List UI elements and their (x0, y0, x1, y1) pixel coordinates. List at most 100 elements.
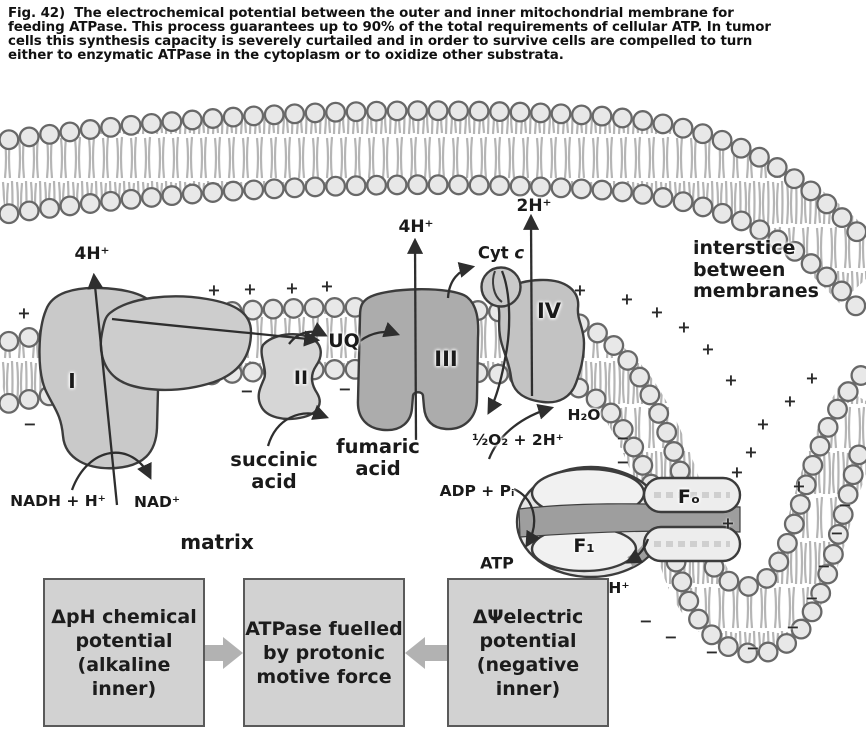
lipid-bead (100, 190, 122, 212)
lipid-bead (850, 365, 866, 386)
lipid-bead (489, 175, 511, 197)
box-atpase-fuelled: ATPase fuelled by protonic motive force (243, 578, 405, 727)
lipid-bead (809, 435, 831, 457)
lipid-bead (766, 157, 788, 178)
lipid-bead (79, 193, 101, 214)
lipid-bead (629, 366, 651, 388)
complex-iv-shape (497, 278, 586, 404)
lipid-bead (784, 240, 806, 262)
lipid-bead (0, 392, 20, 414)
arrow-adp-to-atp (513, 487, 541, 548)
respiratory-complexes (38, 266, 586, 470)
block-arrow-right-icon (223, 637, 243, 669)
lipid-bead (489, 101, 511, 123)
lipid-bead (202, 108, 224, 129)
lipid-bead (262, 298, 284, 320)
lipid-bead (827, 523, 849, 545)
lipid-bead (550, 177, 572, 199)
lipid-bead (783, 513, 805, 535)
lipid-bead (141, 112, 162, 134)
lipid-bead (79, 119, 101, 140)
box-ph-chemical-potential: ΔpH chemical potential (alkaline inner) (43, 578, 205, 727)
lipid-bead (648, 402, 670, 424)
lipid-bead (181, 109, 203, 131)
arrow-2h-complex4 (523, 213, 540, 397)
lipid-bead (530, 176, 552, 198)
complex-i-arm-shape (99, 295, 253, 392)
block-arrow-left-icon (405, 637, 425, 669)
lipid-bead (59, 121, 81, 143)
lipid-bead (222, 180, 244, 202)
lipid-bead (623, 436, 645, 458)
lipid-bead (120, 114, 142, 136)
lipid-bead (800, 253, 822, 275)
lipid-bead (263, 178, 285, 200)
lipid-bead (243, 105, 265, 127)
lipid-bead (0, 203, 20, 225)
arrow-uq-to-complex3 (359, 322, 401, 342)
lipid-bead (767, 229, 789, 251)
arrow-nadh-to-nad (70, 451, 152, 491)
arrow-4h-complex3 (407, 237, 424, 441)
arrow-4h-complex1 (87, 272, 119, 506)
complex-ii-shape (257, 333, 322, 421)
lipid-bead (324, 359, 346, 380)
lipid-bead (701, 624, 723, 646)
lipid-bead (831, 207, 853, 229)
lipid-bead (800, 180, 822, 202)
lipid-bead (817, 416, 839, 438)
lipid-bead (550, 103, 572, 125)
lipid-bead (571, 178, 592, 200)
lipid-bead (325, 175, 347, 197)
lipid-bead (717, 636, 739, 658)
lipid-bead (738, 575, 759, 597)
lipid-bead (591, 105, 613, 127)
lipid-bead (678, 590, 700, 612)
lipid-bead (718, 570, 740, 592)
lipid-bead (692, 196, 714, 218)
lipid-bead (304, 102, 326, 124)
lipid-bead (692, 123, 714, 145)
lipid-bead (790, 618, 812, 640)
lipid-bead (730, 137, 752, 159)
lipid-bead (816, 193, 838, 215)
lipid-bead (688, 608, 709, 630)
lipid-bead (181, 183, 203, 205)
lipid-bead (789, 493, 811, 515)
lipid-bead (324, 297, 346, 318)
lipid-bead (663, 441, 685, 462)
lipid-bead (611, 181, 633, 203)
lipid-bead (822, 543, 844, 565)
lipid-bead (386, 174, 408, 196)
lipid-bead (284, 177, 306, 199)
lipid-bead (242, 361, 264, 383)
lipid-bead (632, 110, 654, 131)
lipid-bead (756, 567, 778, 589)
lipid-bead-layer (0, 100, 866, 664)
lipid-bead (632, 454, 654, 476)
lipid-bead (509, 101, 531, 123)
lipid-bead (0, 129, 20, 151)
lipid-bead (509, 175, 531, 197)
lipid-bead (776, 632, 798, 654)
lipid-bead (845, 295, 866, 317)
lipid-bead (831, 280, 853, 302)
lipid-bead (407, 174, 429, 196)
lipid-bead (18, 326, 40, 348)
lipid-bead (757, 641, 779, 663)
lipid-bead (801, 601, 823, 623)
lipid-bead (827, 398, 848, 420)
lipid-bead (612, 418, 634, 440)
lipid-bead (795, 474, 817, 496)
lipid-bead (303, 297, 325, 319)
lipid-bead (603, 335, 625, 356)
lipid-bead (730, 210, 752, 232)
lipid-bead (100, 116, 122, 138)
lipid-bead (366, 100, 388, 122)
lipid-bead (571, 104, 592, 126)
lipid-bead (59, 195, 81, 217)
lipid-bead (304, 176, 326, 198)
lipid-bead (284, 103, 306, 125)
lipid-bead (18, 126, 40, 148)
